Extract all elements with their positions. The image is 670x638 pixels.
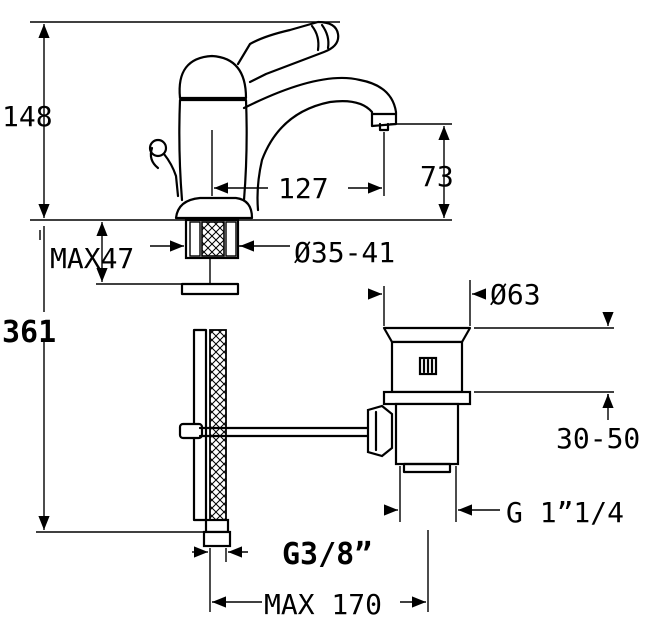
dim-73: 73 [420, 160, 454, 193]
dimension-lines [30, 21, 614, 612]
dim-361: 361 [2, 315, 56, 350]
dim-hose-thread: G3/8ˮ [282, 537, 372, 572]
dim-148: 148 [2, 100, 53, 133]
dim-hole-diameter: Ø35-41 [294, 236, 395, 269]
popup-linkage [178, 422, 372, 440]
dim-127: 127 [278, 172, 329, 205]
supply-hose [192, 328, 232, 548]
dim-max170: MAX 170 [264, 588, 382, 621]
dim-waste-diameter: Ø63 [490, 278, 541, 311]
dim-waste-thread: G 1ˮ1/4 [506, 496, 624, 529]
waste-fitting [366, 326, 472, 474]
faucet-body [148, 20, 398, 220]
dim-max47: MAX47 [50, 242, 134, 275]
dim-30-50: 30-50 [556, 422, 640, 455]
faucet-shank [180, 218, 240, 296]
